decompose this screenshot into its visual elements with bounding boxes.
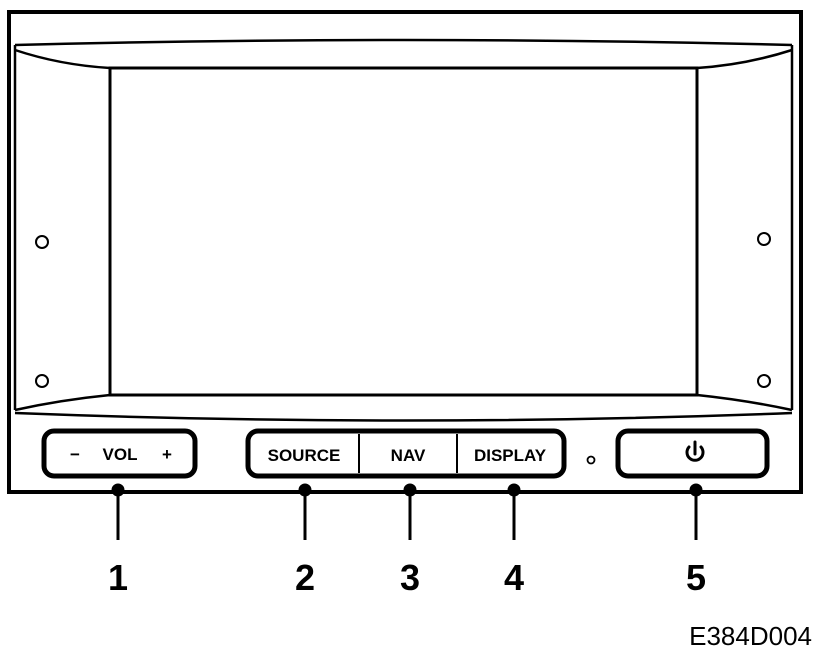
vol-label: VOL <box>103 445 138 464</box>
source-button[interactable]: SOURCE <box>252 435 358 472</box>
source-label: SOURCE <box>268 446 341 465</box>
vol-plus-label: + <box>162 445 172 464</box>
display-button[interactable]: DISPLAY <box>458 435 560 472</box>
screw-top-right <box>757 232 771 246</box>
callout-1: 1 <box>108 557 128 598</box>
screw-bottom-left <box>35 374 49 388</box>
power-button[interactable] <box>615 428 770 479</box>
callout-4: 4 <box>504 557 524 598</box>
screen-housing <box>13 38 794 422</box>
nav-button[interactable]: NAV <box>360 435 456 472</box>
callout-3: 3 <box>400 557 420 598</box>
vol-minus-label: − <box>70 445 80 464</box>
nav-label: NAV <box>391 446 426 465</box>
mode-button-group <box>245 428 567 479</box>
callout-leaders <box>111 483 703 540</box>
figure-code: E384D004 <box>689 621 812 651</box>
indicator-led <box>586 455 596 465</box>
power-icon <box>685 440 705 462</box>
volume-control[interactable]: − VOL + <box>41 428 198 479</box>
screw-bottom-right <box>757 374 771 388</box>
display-label: DISPLAY <box>474 446 547 465</box>
callout-5: 5 <box>686 557 706 598</box>
display-screen <box>108 66 699 397</box>
screw-top-left <box>35 235 49 249</box>
callout-2: 2 <box>295 557 315 598</box>
